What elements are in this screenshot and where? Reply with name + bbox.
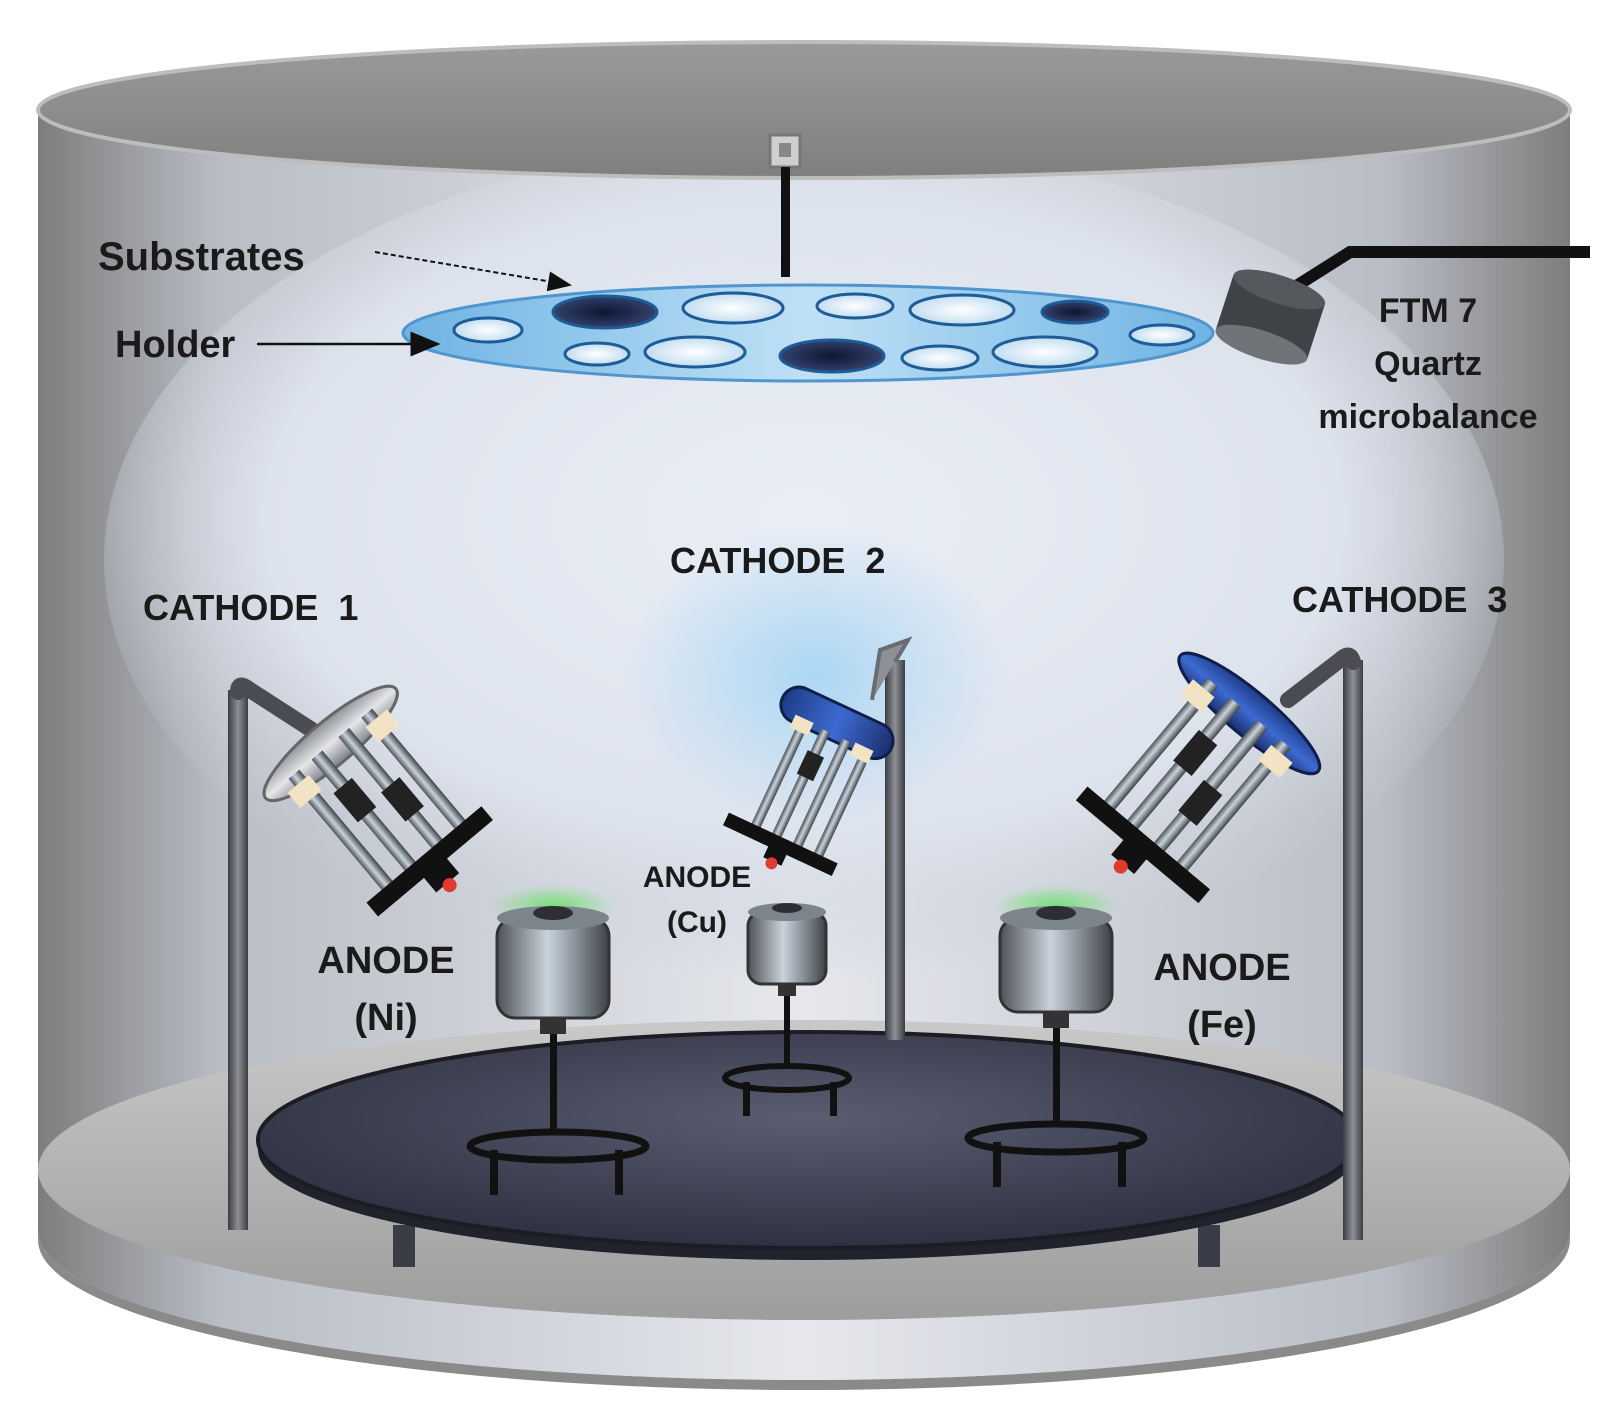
holder-shaft bbox=[781, 167, 790, 277]
holder-label: Holder bbox=[115, 324, 236, 366]
cathode1-label: CATHODE 1 bbox=[143, 587, 358, 628]
substrate-holes bbox=[452, 291, 1196, 374]
substrate bbox=[815, 292, 895, 320]
anode-cu-label-line1: ANODE bbox=[643, 861, 751, 894]
platform bbox=[256, 1030, 1360, 1267]
anode-fe-label-line2: (Fe) bbox=[1187, 1004, 1257, 1046]
substrate bbox=[452, 316, 524, 344]
substrate bbox=[900, 344, 980, 372]
substrate bbox=[1128, 323, 1196, 347]
ftm-label-line3: microbalance bbox=[1318, 398, 1537, 436]
substrate bbox=[778, 338, 886, 374]
cathode-supports bbox=[228, 636, 1363, 1240]
anode-fe bbox=[964, 885, 1148, 1187]
cathode3-support-pole bbox=[1343, 660, 1363, 1240]
substrate bbox=[991, 335, 1099, 369]
substrates-arrow bbox=[374, 251, 572, 292]
cathode2-label: CATHODE 2 bbox=[670, 540, 885, 581]
anode-fe-label-line1: ANODE bbox=[1153, 947, 1290, 989]
substrate-holder-assembly bbox=[401, 133, 1215, 383]
cathode1-support-pole bbox=[228, 690, 248, 1230]
anode-ni bbox=[466, 885, 650, 1195]
substrate bbox=[563, 341, 631, 367]
chamber-top bbox=[36, 40, 1572, 180]
substrate bbox=[1040, 299, 1110, 325]
ftm-label-line1: FTM 7 bbox=[1379, 292, 1477, 330]
anode-cu-label-line2: (Cu) bbox=[667, 906, 727, 939]
substrate bbox=[551, 294, 659, 330]
cathode2-support-pole bbox=[885, 660, 905, 1040]
substrate bbox=[681, 291, 785, 325]
anode-ni-label-line2: (Ni) bbox=[354, 997, 417, 1039]
anode-cu bbox=[722, 903, 852, 1116]
cathode-3 bbox=[1075, 651, 1322, 904]
substrate bbox=[643, 335, 747, 369]
cathode-2 bbox=[723, 685, 895, 877]
substrate bbox=[908, 293, 1016, 327]
cathode-1 bbox=[262, 684, 493, 917]
plasma-glow bbox=[625, 525, 1005, 825]
cathode3-label: CATHODE 3 bbox=[1292, 579, 1507, 620]
substrates-label: Substrates bbox=[98, 235, 305, 279]
quartz-microbalance bbox=[1215, 246, 1590, 365]
microbalance-cable bbox=[1286, 246, 1590, 296]
anode-ni-label-line1: ANODE bbox=[317, 940, 454, 982]
ftm-label-line2: Quartz bbox=[1374, 345, 1482, 383]
